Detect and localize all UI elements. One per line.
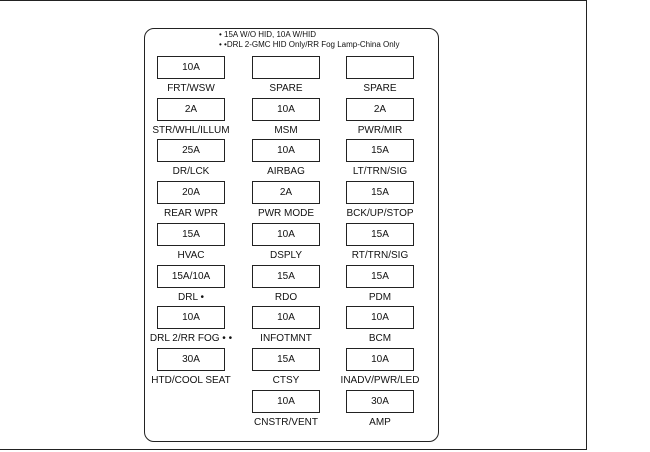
fuse-slot: 10A AIRBAG: [241, 139, 331, 177]
fuse-slot: SPARE: [335, 56, 425, 94]
fuse-label: DRL 2/RR FOG • •: [149, 333, 233, 345]
fuse-rating: 15A: [346, 264, 414, 288]
fuse-slot: 10A INFOTMNT: [241, 306, 331, 344]
fuse-label: FRT/WSW: [167, 83, 215, 94]
fuse-label: BCK/UP/STOP: [346, 208, 414, 220]
fuse-label: INADV/PWR/LED: [340, 374, 420, 386]
fuse-label: SPARE: [363, 83, 397, 94]
fuse-label: PWR MODE: [257, 208, 315, 220]
fuse-rating: 10A: [252, 222, 320, 246]
fuse-label: MSM: [274, 124, 298, 136]
fuse-slot: 15A CTSY: [241, 347, 331, 386]
fuse-slot: 2A PWR/MIR: [335, 97, 425, 136]
fuse-rating: 15A: [252, 264, 320, 288]
fuse-label: DR/LCK: [172, 166, 210, 178]
fuse-slot: 10A MSM: [241, 97, 331, 136]
fuse-slot: 25A DR/LCK: [146, 139, 236, 177]
fuse-rating: 15A: [346, 139, 414, 163]
fuse-label: HVAC: [177, 249, 205, 261]
fuse-rating: 30A: [346, 389, 414, 413]
fuse-slot: 15A HVAC: [146, 222, 236, 261]
fuse-rating: 20A: [157, 181, 225, 205]
fuse-rating: 10A: [252, 389, 320, 413]
fuse-label: DSPLY: [269, 249, 303, 261]
fuse-label: AMP: [369, 416, 391, 428]
fuse-label: AIRBAG: [267, 166, 305, 178]
fuse-slot: 15A PDM: [335, 264, 425, 303]
fuse-slot: 15A RDO: [241, 264, 331, 303]
fuse-slot: 10A DSPLY: [241, 222, 331, 261]
fuse-rating: 15A/10A: [157, 264, 225, 288]
fuse-panel: [144, 28, 439, 442]
fuse-label: SPARE: [269, 83, 303, 94]
fuse-rating: 10A: [157, 306, 225, 330]
fuse-slot: 10A BCM: [335, 306, 425, 344]
fuse-rating: 10A: [157, 56, 225, 79]
fuse-slot: SPARE: [241, 56, 331, 94]
fuse-label: DRL •: [178, 291, 204, 303]
footnote-2: • •DRL 2-GMC HID Only/RR Fog Lamp-China …: [219, 40, 400, 49]
footnotes: • 15A W/O HID, 10A W/HID • •DRL 2-GMC HI…: [219, 30, 399, 50]
fuse-label: STR/WHL/ILLUM: [152, 124, 230, 136]
fuse-rating: 15A: [252, 347, 320, 371]
fuse-rating: 25A: [157, 139, 225, 163]
fuse-label: HTD/COOL SEAT: [151, 374, 231, 386]
fuse-rating: 10A: [252, 139, 320, 163]
fuse-label: CNSTR/VENT: [254, 416, 318, 428]
fuse-rating: 10A: [252, 306, 320, 330]
fuse-slot: 15A LT/TRN/SIG: [335, 139, 425, 177]
fuse-rating: 10A: [346, 306, 414, 330]
fuse-slot: 2A STR/WHL/ILLUM: [146, 97, 236, 136]
fuse-label: RDO: [274, 291, 298, 303]
fuse-rating: 2A: [157, 97, 225, 121]
fuse-label: CTSY: [272, 374, 300, 386]
fuse-slot: 10A CNSTR/VENT: [241, 389, 331, 428]
fuse-label: LT/TRN/SIG: [352, 166, 408, 178]
fuse-label: RT/TRN/SIG: [351, 249, 409, 261]
fuse-rating: 15A: [157, 222, 225, 246]
fuse-rating: 30A: [157, 347, 225, 371]
fuse-rating: [252, 56, 320, 79]
fuse-slot: 2A PWR MODE: [241, 181, 331, 219]
fuse-rating: 2A: [252, 181, 320, 205]
fuse-rating: 15A: [346, 222, 414, 246]
fuse-slot: 15A/10A DRL •: [146, 264, 236, 303]
diagram-frame: [0, 0, 587, 450]
fuse-rating: 10A: [346, 347, 414, 371]
fuse-slot: 10A FRT/WSW: [146, 56, 236, 94]
fuse-slot: 15A RT/TRN/SIG: [335, 222, 425, 261]
fuse-label: REAR WPR: [164, 208, 218, 220]
fuse-slot: 30A AMP: [335, 389, 425, 428]
fuse-label: PWR/MIR: [357, 124, 403, 136]
fuse-label: PDM: [368, 291, 392, 303]
footnote-1: • 15A W/O HID, 10A W/HID: [219, 30, 317, 39]
fuse-rating: 2A: [346, 97, 414, 121]
fuse-slot: 30A HTD/COOL SEAT: [146, 347, 236, 386]
fuse-rating: 15A: [346, 181, 414, 205]
fuse-slot: 15A BCK/UP/STOP: [335, 181, 425, 219]
fuse-label: BCM: [368, 333, 392, 345]
fuse-slot: 10A INADV/PWR/LED: [335, 347, 425, 386]
fuse-slot: 10A DRL 2/RR FOG • •: [146, 306, 236, 344]
fuse-rating: [346, 56, 414, 79]
fuse-rating: 10A: [252, 97, 320, 121]
fuse-slot: 20A REAR WPR: [146, 181, 236, 219]
fuse-label: INFOTMNT: [260, 333, 312, 345]
